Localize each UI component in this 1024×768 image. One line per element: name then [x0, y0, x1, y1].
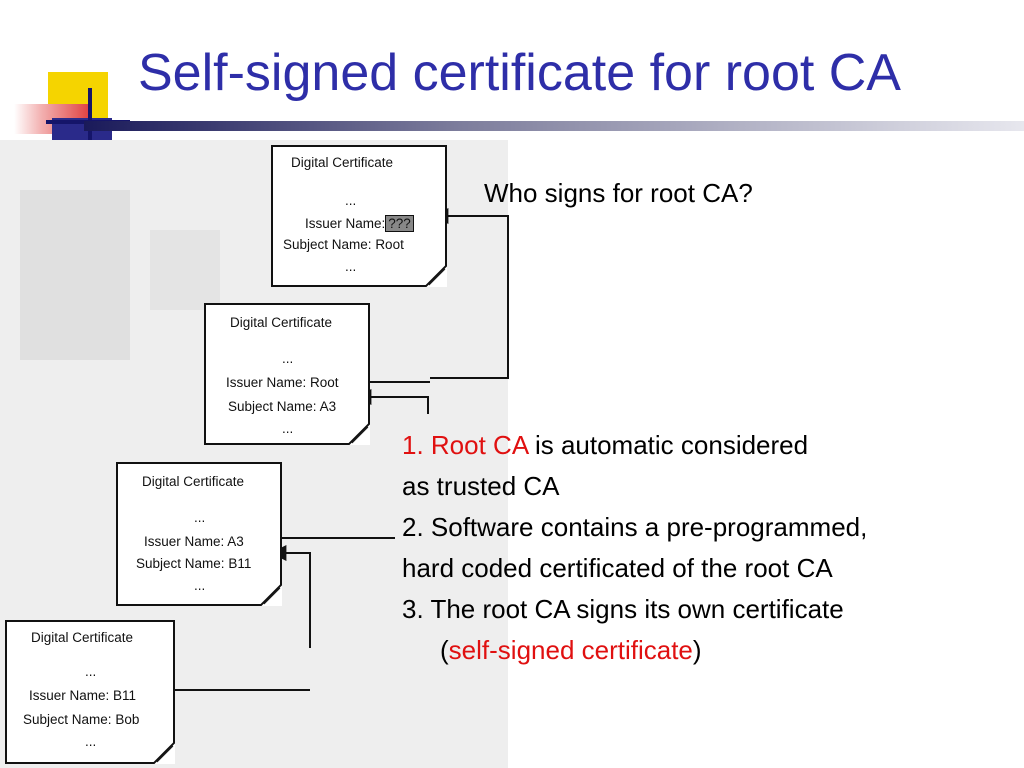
point-1-highlight: 1. Root CA: [402, 430, 528, 460]
cert-issuer-label: Issuer Name:: [144, 534, 225, 549]
point-1-text: is automatic considered: [527, 430, 809, 460]
cert-subject-value: B11: [228, 556, 252, 571]
title-underline: [84, 121, 1024, 131]
cert-dots-top: ...: [345, 193, 357, 208]
cert-issuer-row: Issuer Name:???: [305, 215, 414, 232]
certificate-b11: Digital Certificate ... Issuer Name: A3 …: [116, 462, 282, 606]
cert-heading: Digital Certificate: [291, 155, 394, 170]
cert-issuer-row: Issuer Name: A3: [144, 534, 244, 549]
slide-title: Self-signed certificate for root CA: [138, 44, 901, 102]
cert-issuer-value: A3: [227, 534, 244, 549]
cert-heading: Digital Certificate: [142, 474, 245, 489]
point-3-line-1: 3. The root CA signs its own certificate: [402, 594, 844, 624]
cert-issuer-label: Issuer Name:: [29, 688, 110, 703]
certificate-root: Digital Certificate ... Issuer Name:??? …: [271, 145, 447, 287]
cert-dots-top: ...: [282, 351, 294, 366]
cert-issuer-value: Root: [310, 375, 339, 390]
cert-dots-bottom: ...: [85, 734, 97, 749]
point-3-open-paren: (: [440, 635, 449, 665]
cert-dots-bottom: ...: [282, 421, 294, 436]
cert-subject-row: Subject Name: Bob: [23, 712, 139, 727]
b11-subject-arrow: [270, 545, 311, 648]
page-fold-icon: [348, 423, 370, 445]
point-1-line-2: as trusted CA: [402, 471, 560, 501]
point-1-line-1: 1. Root CA is automatic considered: [402, 425, 867, 466]
cert-heading: Digital Certificate: [230, 315, 333, 330]
cert-issuer-row: Issuer Name: B11: [29, 688, 136, 703]
page-fold-icon: [260, 584, 282, 606]
cert-issuer-row: Issuer Name: Root: [226, 375, 339, 390]
cert-issuer-label: Issuer Name:: [226, 375, 307, 390]
cert-dots-top: ...: [85, 664, 97, 679]
cert-subject-label: Subject Name:: [23, 712, 112, 727]
cert-subject-value: A3: [319, 399, 337, 414]
point-3-close-paren: ): [692, 635, 702, 665]
cert-dots-bottom: ...: [345, 259, 357, 274]
point-2-line-2: hard coded certificated of the root CA: [402, 553, 833, 583]
cert-subject-value: Bob: [115, 712, 140, 727]
point-2-line-1: 2. Software contains a pre-programmed,: [402, 512, 868, 542]
logo-vertical-line: [88, 88, 92, 146]
question-text: Who signs for root CA?: [484, 178, 753, 208]
cert-issuer-value: B11: [113, 688, 137, 703]
cert-subject-row: Subject Name: Root: [283, 237, 404, 252]
cert-dots-bottom: ...: [194, 578, 206, 593]
cert-subject-row: Subject Name: B11: [136, 556, 251, 571]
cert-subject-label: Subject Name:: [136, 556, 225, 571]
cert-subject-label: Subject Name:: [228, 399, 317, 414]
page-fold-icon: [425, 265, 447, 287]
root-issuer-arrow: [430, 208, 509, 379]
certificate-a3: Digital Certificate ... Issuer Name: Roo…: [204, 303, 370, 445]
cert-issuer-value: ???: [385, 215, 414, 232]
point-3-highlight: self-signed certificate: [448, 635, 693, 665]
cert-subject-row: Subject Name: A3: [228, 399, 336, 414]
page-fold-icon: [153, 742, 175, 764]
point-3-line-2: (self-signed certificate): [402, 630, 867, 671]
cert-issuer-label: Issuer Name:: [305, 216, 386, 231]
cert-subject-label: Subject Name:: [283, 237, 372, 252]
cert-dots-top: ...: [194, 510, 206, 525]
a3-subject-arrow: [355, 389, 429, 414]
cert-heading: Digital Certificate: [31, 630, 134, 645]
explanation-list: 1. Root CA is automatic considered as tr…: [402, 425, 867, 671]
certificate-bob: Digital Certificate ... Issuer Name: B11…: [5, 620, 175, 764]
cert-subject-value: Root: [375, 237, 404, 252]
